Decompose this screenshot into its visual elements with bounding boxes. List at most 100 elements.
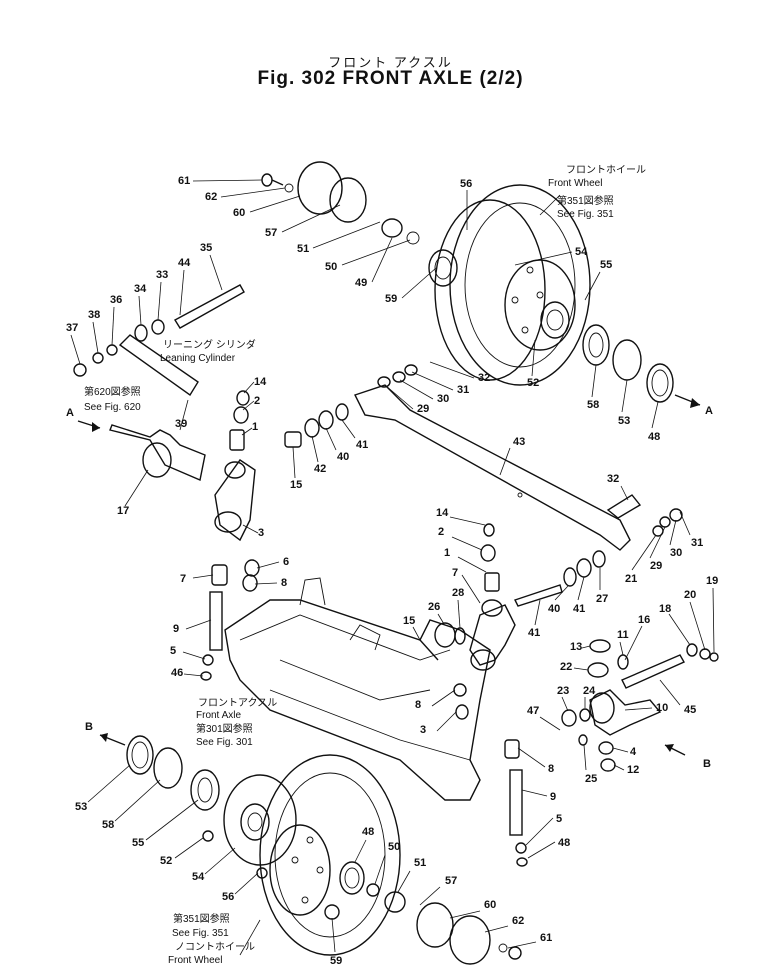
seal-48-top-inner [651, 369, 669, 397]
callout-leader-26 [437, 613, 445, 625]
callout-23: 23 [557, 685, 569, 697]
callout-leader-30 [399, 379, 434, 400]
note-lean-ref-en: See Fig. 620 [84, 402, 141, 413]
front-wheel-bottom-pointer [239, 919, 261, 956]
callout-20: 20 [684, 589, 696, 601]
callout-leader-41 [577, 576, 585, 601]
seal-13 [587, 662, 609, 678]
washer-33 [151, 319, 165, 335]
washer-5-right [516, 857, 528, 867]
callout-36: 36 [110, 294, 122, 306]
callout-34: 34 [134, 283, 147, 295]
knuckle-45 [589, 689, 662, 736]
callout-leader-62 [484, 925, 509, 933]
cover-43 [606, 494, 642, 519]
callout-leader-5 [525, 817, 554, 846]
seal-34 [134, 324, 148, 342]
callout-leader-8 [517, 747, 546, 768]
callout-leader-10 [624, 707, 653, 711]
washer-29-top [377, 376, 391, 388]
figure-title: Fig. 302 FRONT AXLE (2/2) [257, 68, 524, 89]
bushing-41b-right [592, 550, 606, 568]
callout-leader-43 [499, 447, 511, 476]
arm-1-left-boss [224, 461, 246, 479]
callout-leader-15 [412, 626, 421, 641]
tie-rod-39 [354, 384, 631, 551]
callout-leader-55 [584, 271, 601, 301]
bolt-61-top [261, 173, 273, 187]
callout-leader-14 [243, 381, 255, 394]
hub-cap-60-top [297, 161, 343, 215]
callout-leader-39 [179, 399, 189, 431]
callout-leader-49 [371, 237, 393, 283]
kingpin-35 [174, 284, 245, 329]
fitting-9-left [202, 654, 214, 666]
callout-leader-52 [174, 837, 204, 859]
callout-leader-28 [457, 599, 461, 629]
arrow-label-a-right: A [705, 405, 713, 417]
callout-38: 38 [88, 309, 100, 321]
arrow-label-b-left: B [85, 721, 93, 733]
callout-8: 8 [548, 763, 554, 775]
arm-1-left [214, 459, 256, 542]
callout-11: 11 [617, 629, 629, 641]
callout-24: 24 [583, 685, 596, 697]
arm-1-left-eye [214, 511, 242, 533]
callout-3: 3 [420, 724, 426, 736]
note-lean-ref-jp: 第620図参照 [84, 385, 141, 398]
callout-leader-46 [183, 673, 204, 677]
callout-2: 2 [254, 395, 260, 407]
bolt-55-bottom [202, 830, 214, 842]
callout-30: 30 [670, 547, 682, 559]
callout-leader-4 [612, 747, 629, 753]
pin-28 [419, 639, 439, 661]
callout-6: 6 [283, 556, 289, 568]
callout-54: 54 [192, 871, 205, 883]
cap-11 [589, 639, 611, 653]
callout-leader-60 [449, 910, 481, 919]
washer-62-bottom [498, 943, 508, 953]
callout-leader-8 [431, 689, 456, 707]
bearing-27 [434, 622, 456, 648]
callout-3: 3 [258, 527, 264, 539]
callout-leader-50 [374, 854, 386, 885]
callout-leader-35 [209, 254, 223, 291]
callout-49: 49 [355, 277, 367, 289]
callout-13: 13 [570, 641, 582, 653]
callout-41: 41 [573, 603, 585, 615]
callout-leader-40 [554, 585, 569, 601]
bearing-58-top-inner [588, 332, 604, 358]
callout-leader-13 [581, 645, 591, 649]
callout-leader-44 [179, 269, 185, 316]
note-wheel-bot-ref-en: See Fig. 351 [172, 928, 229, 939]
bolt-61-bottom [508, 946, 522, 960]
washer-23 [579, 708, 591, 722]
bolt-6-left [242, 574, 258, 592]
nut-22 [561, 709, 577, 727]
callout-leader-32 [620, 485, 629, 501]
front-axle-frame [224, 577, 491, 801]
callout-30: 30 [437, 393, 449, 405]
fitting-14-left [233, 406, 249, 424]
note-lean-jp: リーニング シリンダ [163, 338, 256, 351]
callout-leader-60 [249, 195, 301, 213]
nut-7-right [453, 683, 467, 697]
washer-30-top [392, 371, 406, 383]
bushing-41b-left [335, 403, 349, 421]
arrow-b-left-head [100, 733, 108, 742]
callout-leader-40 [325, 427, 337, 451]
callout-18: 18 [659, 603, 671, 615]
callout-leader-7 [192, 574, 214, 579]
callout-9: 9 [173, 623, 179, 635]
washer-50-top [406, 231, 420, 245]
callout-leader-7 [461, 574, 481, 604]
callout-leader-22 [573, 667, 589, 671]
callout-leader-19 [712, 587, 715, 653]
fitting-9-right [515, 842, 527, 854]
callout-leader-41 [341, 419, 356, 439]
callout-50: 50 [325, 261, 337, 273]
callout-leader-57 [419, 886, 441, 906]
bearing-58-bottom-inner [197, 777, 213, 803]
